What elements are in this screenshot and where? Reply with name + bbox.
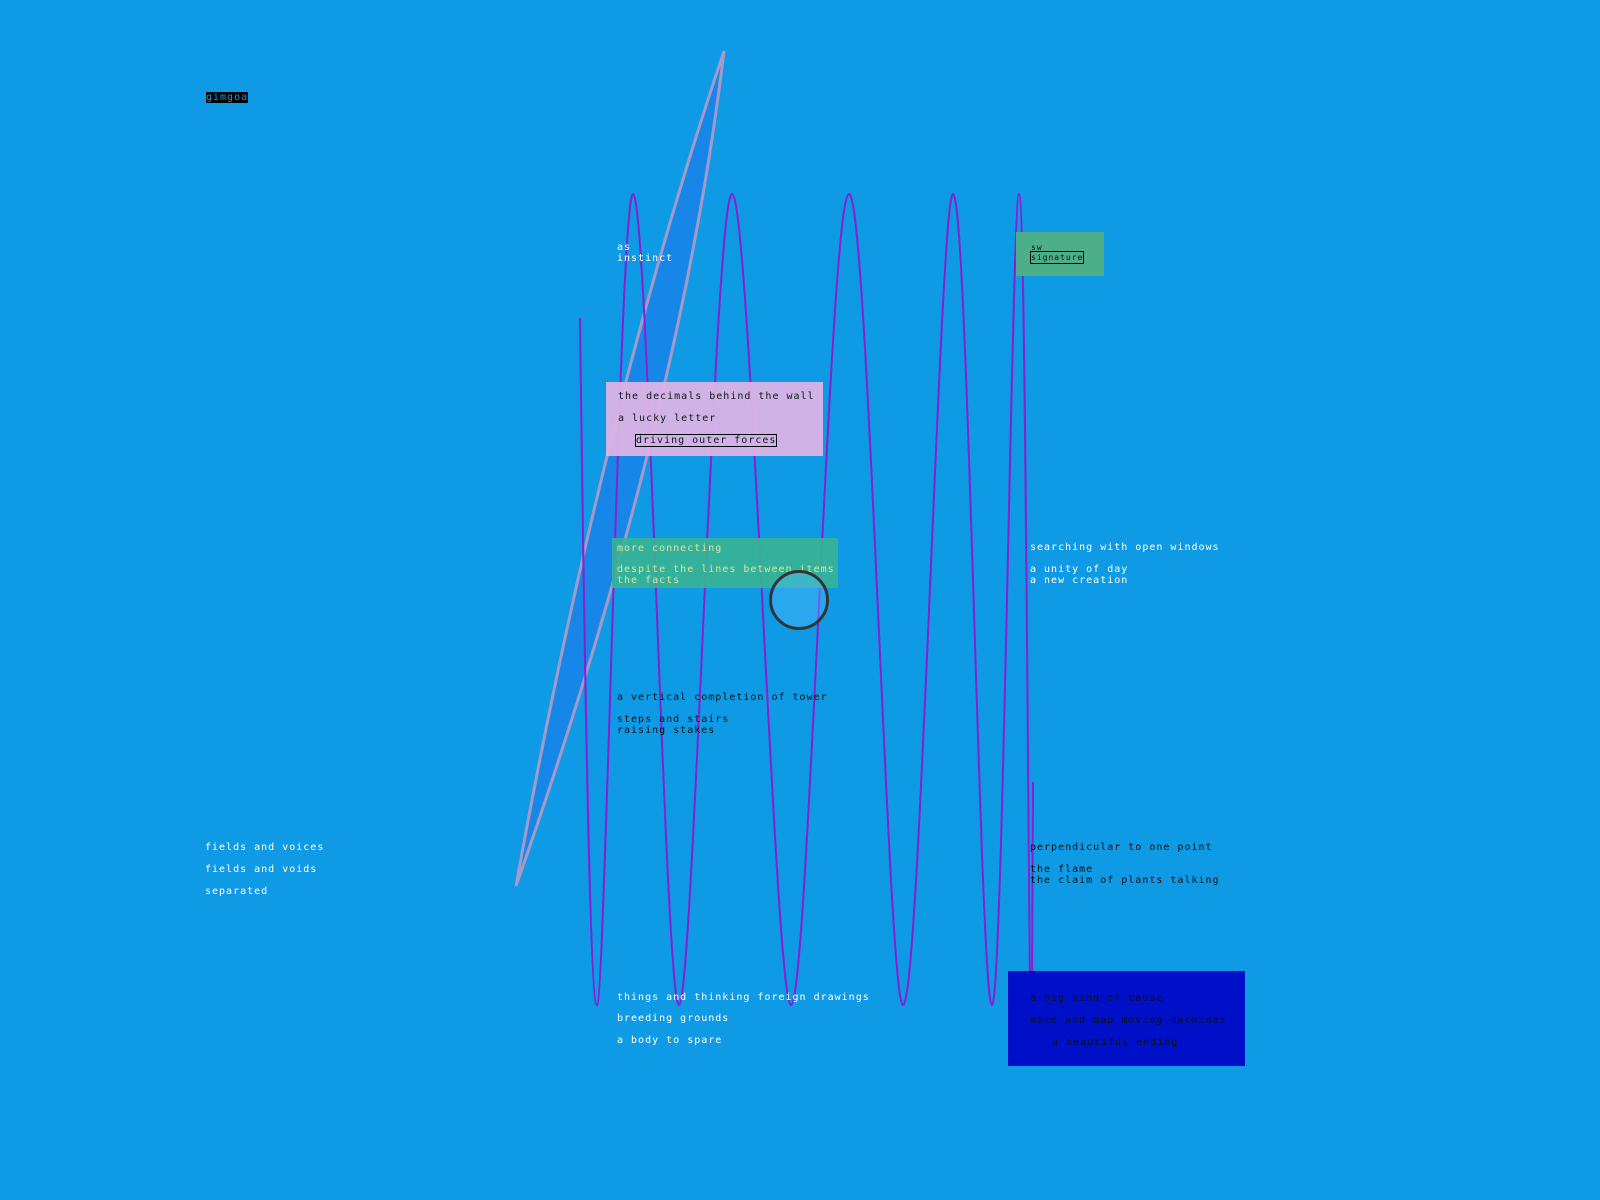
circle-cursor [769, 570, 829, 630]
navy-card: a big kind of cause make and map moving … [1008, 971, 1245, 1066]
right-lower-1: perpendicular to one point [1030, 842, 1213, 853]
pink-line-2: a lucky letter [618, 413, 717, 424]
right-upper-1: searching with open windows [1030, 542, 1220, 553]
pink-card: the decimals behind the wall a lucky let… [606, 382, 823, 456]
bottom-line-2: breeding grounds [617, 1013, 730, 1024]
middle-line-2: steps and stairs [617, 714, 730, 725]
right-upper-3: a new creation [1030, 575, 1129, 586]
right-lower-2: the flame [1030, 864, 1094, 875]
green-card: more connecting despite the lines betwee… [612, 538, 838, 588]
teal-line-1: sw [1031, 243, 1043, 252]
pink-line-1: the decimals behind the wall [618, 391, 815, 402]
teal-line-2: signature [1029, 251, 1085, 264]
middle-line-1: a vertical completion of tower [617, 692, 828, 703]
pink-line-3: driving outer forces [634, 434, 778, 447]
bottom-line-3: a body to spare [617, 1035, 723, 1046]
green-line-2: despite the lines between items [617, 564, 835, 575]
text-instinct: instinct [617, 253, 674, 264]
left-line-1: fields and voices [205, 842, 325, 853]
right-upper-2: a unity of day [1030, 564, 1129, 575]
bottom-line-1: things and thinking foreign drawings [617, 992, 870, 1003]
left-line-3: separated [205, 886, 269, 897]
right-lower-3: the claim of plants talking [1030, 875, 1220, 886]
green-line-1: more connecting [617, 543, 723, 554]
middle-line-3: raising stakes [617, 725, 716, 736]
corner-label: gimgoa [206, 92, 249, 103]
navy-line-3: a beautiful ending [1052, 1037, 1179, 1048]
lens-shape [514, 50, 726, 887]
teal-card: sw signature [1016, 232, 1104, 276]
green-line-3: the facts [617, 575, 681, 586]
wave-tail [1031, 781, 1034, 986]
navy-line-2: make and map moving machines [1030, 1015, 1227, 1026]
text-as: as [617, 242, 632, 253]
navy-line-1: a big kind of cause [1030, 993, 1164, 1004]
left-line-2: fields and voids [205, 864, 318, 875]
